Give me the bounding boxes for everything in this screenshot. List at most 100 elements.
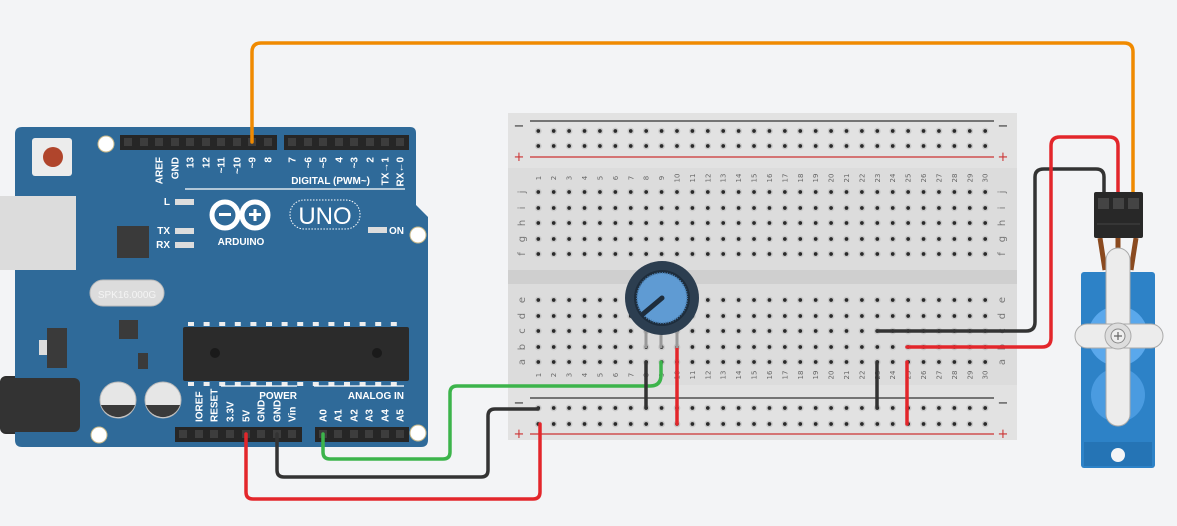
breadboard-hole[interactable] (889, 358, 897, 366)
breadboard-hole[interactable] (827, 420, 835, 428)
breadboard-hole[interactable] (827, 296, 835, 304)
breadboard-hole[interactable] (873, 250, 881, 258)
digital-pin[interactable] (381, 138, 389, 146)
breadboard-hole[interactable] (812, 404, 820, 412)
breadboard-hole[interactable] (612, 296, 619, 304)
breadboard-hole[interactable] (596, 327, 604, 335)
digital-pin[interactable] (350, 138, 358, 146)
breadboard-hole[interactable] (781, 312, 789, 320)
digital-pin[interactable] (217, 138, 225, 146)
breadboard-hole[interactable] (534, 235, 542, 243)
breadboard-hole[interactable] (719, 296, 727, 304)
power-pin[interactable] (195, 430, 203, 438)
breadboard-hole[interactable] (781, 327, 789, 335)
breadboard-hole[interactable] (596, 204, 604, 212)
breadboard-hole[interactable] (843, 404, 850, 412)
digital-pin[interactable] (186, 138, 194, 146)
breadboard-hole[interactable] (704, 327, 712, 335)
breadboard-hole[interactable] (581, 142, 588, 150)
breadboard-hole[interactable] (658, 404, 665, 412)
breadboard-hole[interactable] (596, 358, 604, 366)
power-pin[interactable] (179, 430, 187, 438)
breadboard-hole[interactable] (873, 142, 881, 150)
breadboard-hole[interactable] (704, 358, 712, 366)
breadboard-hole[interactable] (904, 219, 912, 227)
breadboard-hole[interactable] (534, 358, 542, 366)
breadboard-hole[interactable] (873, 420, 881, 428)
breadboard-hole[interactable] (981, 420, 989, 428)
breadboard-hole[interactable] (642, 204, 650, 212)
breadboard-hole[interactable] (550, 235, 558, 243)
breadboard-hole[interactable] (612, 404, 619, 412)
breadboard-hole[interactable] (858, 420, 866, 428)
breadboard-hole[interactable] (951, 235, 958, 243)
breadboard-hole[interactable] (565, 312, 573, 320)
breadboard-hole[interactable] (534, 327, 542, 335)
breadboard-hole[interactable] (534, 142, 542, 150)
breadboard-hole[interactable] (843, 188, 850, 196)
breadboard-hole[interactable] (565, 250, 573, 258)
breadboard-hole[interactable] (750, 142, 758, 150)
breadboard-hole[interactable] (750, 204, 758, 212)
breadboard-hole[interactable] (873, 312, 881, 320)
digital-pin[interactable] (366, 138, 374, 146)
breadboard[interactable]: 1122334455667788991010111112121313141415… (508, 113, 1017, 442)
breadboard-hole[interactable] (627, 358, 635, 366)
breadboard-hole[interactable] (873, 343, 881, 351)
breadboard-hole[interactable] (719, 204, 727, 212)
breadboard-hole[interactable] (858, 142, 866, 150)
breadboard-hole[interactable] (565, 188, 573, 196)
breadboard-hole[interactable] (581, 250, 588, 258)
breadboard-hole[interactable] (827, 142, 835, 150)
breadboard-hole[interactable] (627, 250, 635, 258)
breadboard-hole[interactable] (935, 420, 943, 428)
breadboard-hole[interactable] (889, 219, 897, 227)
breadboard-hole[interactable] (766, 188, 773, 196)
breadboard-hole[interactable] (627, 188, 635, 196)
breadboard-hole[interactable] (689, 404, 696, 412)
breadboard-hole[interactable] (981, 296, 989, 304)
breadboard-hole[interactable] (889, 127, 897, 135)
breadboard-hole[interactable] (612, 312, 619, 320)
breadboard-hole[interactable] (766, 219, 773, 227)
breadboard-hole[interactable] (581, 343, 588, 351)
breadboard-hole[interactable] (920, 219, 927, 227)
digital-pin[interactable] (304, 138, 312, 146)
breadboard-hole[interactable] (966, 358, 974, 366)
breadboard-hole[interactable] (981, 142, 989, 150)
analog-pin[interactable] (381, 430, 389, 438)
breadboard-hole[interactable] (550, 358, 558, 366)
breadboard-hole[interactable] (596, 343, 604, 351)
breadboard-hole[interactable] (796, 250, 804, 258)
breadboard-hole[interactable] (843, 343, 850, 351)
breadboard-hole[interactable] (596, 235, 604, 243)
breadboard-hole[interactable] (581, 235, 588, 243)
breadboard-hole[interactable] (565, 235, 573, 243)
breadboard-hole[interactable] (873, 296, 881, 304)
breadboard-hole[interactable] (796, 296, 804, 304)
breadboard-hole[interactable] (565, 343, 573, 351)
breadboard-hole[interactable] (766, 250, 773, 258)
breadboard-hole[interactable] (719, 250, 727, 258)
breadboard-hole[interactable] (889, 404, 897, 412)
breadboard-hole[interactable] (981, 404, 989, 412)
breadboard-hole[interactable] (704, 142, 712, 150)
breadboard-hole[interactable] (627, 142, 635, 150)
breadboard-hole[interactable] (951, 219, 958, 227)
breadboard-hole[interactable] (766, 235, 773, 243)
breadboard-hole[interactable] (781, 188, 789, 196)
breadboard-hole[interactable] (904, 312, 912, 320)
breadboard-hole[interactable] (904, 188, 912, 196)
breadboard-hole[interactable] (581, 327, 588, 335)
breadboard-hole[interactable] (781, 404, 789, 412)
breadboard-hole[interactable] (920, 188, 927, 196)
breadboard-hole[interactable] (781, 420, 789, 428)
breadboard-hole[interactable] (612, 188, 619, 196)
breadboard-hole[interactable] (581, 312, 588, 320)
breadboard-hole[interactable] (904, 204, 912, 212)
breadboard-hole[interactable] (951, 296, 958, 304)
breadboard-hole[interactable] (812, 142, 820, 150)
breadboard-hole[interactable] (735, 343, 742, 351)
breadboard-hole[interactable] (920, 204, 927, 212)
breadboard-hole[interactable] (642, 420, 650, 428)
